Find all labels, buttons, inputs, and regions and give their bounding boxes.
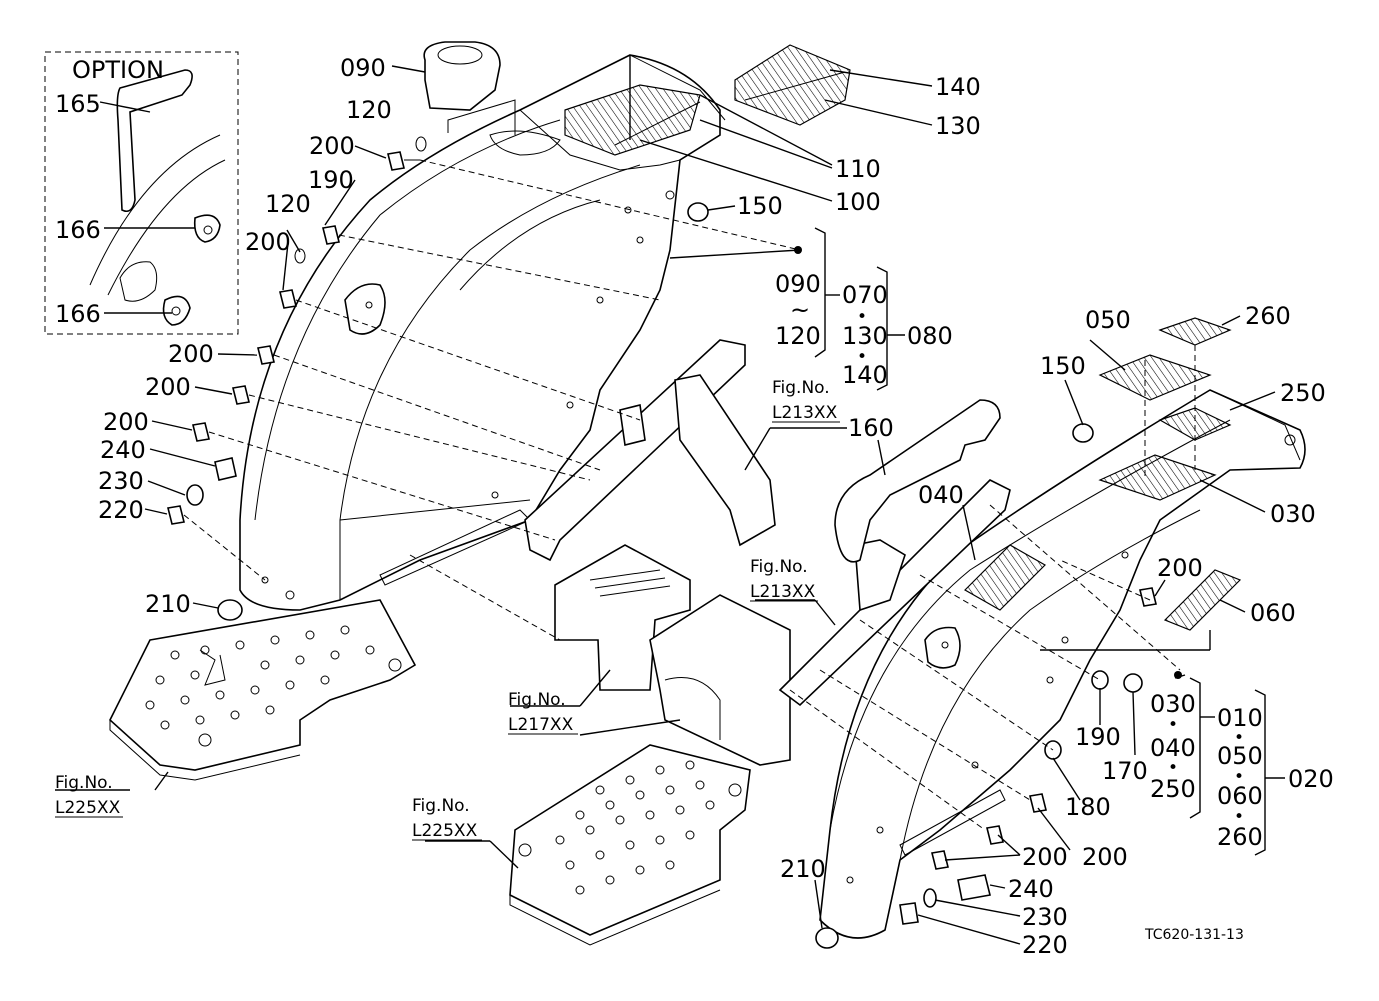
part-number-150: 150 [1040, 352, 1086, 380]
part-number-200: 200 [103, 408, 149, 436]
bracket-l213-right-icon [778, 479, 1011, 707]
part-number-140: 140 [935, 73, 981, 101]
part-number-210: 210 [145, 590, 191, 618]
option-label: OPTION [72, 56, 164, 84]
group1-dot: • [857, 307, 867, 327]
fig-ref-title: Fig.No. [412, 796, 470, 816]
part-number-220: 220 [1022, 931, 1068, 959]
fig-ref-title: Fig.No. [750, 557, 808, 577]
group1-label-070: 070 [842, 281, 888, 309]
part-number-166: 166 [55, 216, 101, 244]
part-number-040: 040 [918, 481, 964, 509]
group2-dot: • [1234, 807, 1244, 827]
part-number-240: 240 [100, 436, 146, 464]
part-number-240: 240 [1008, 875, 1054, 903]
part-number-260: 260 [1245, 302, 1291, 330]
part-number-200: 200 [309, 132, 355, 160]
group2-label-260: 260 [1217, 823, 1263, 851]
leader-lines [55, 55, 1276, 945]
part-number-200: 200 [1157, 554, 1203, 582]
part-number-160: 160 [848, 414, 894, 442]
part-number-110: 110 [835, 155, 881, 183]
cup-holder-icon [423, 41, 501, 111]
decal-110-icon [564, 84, 701, 156]
fig-ref-l225: L225XX [55, 798, 121, 818]
part-number-180: 180 [1065, 793, 1111, 821]
fig-ref-l217: L217XX [508, 715, 574, 735]
part-number-200: 200 [145, 373, 191, 401]
group2-label-050: 050 [1217, 742, 1263, 770]
part-number-200: 200 [168, 340, 214, 368]
group1-label-120: 120 [775, 322, 821, 350]
part-number-165: 165 [55, 90, 101, 118]
part-number-120: 120 [265, 190, 311, 218]
part-number-250: 250 [1280, 379, 1326, 407]
part-number-060: 060 [1250, 599, 1296, 627]
decal-040-icon [964, 544, 1046, 611]
part-number-130: 130 [935, 112, 981, 140]
option-grip-icon [89, 69, 226, 326]
center-floor-plate-icon [509, 744, 751, 946]
fig-ref-l213: L213XX [772, 403, 838, 423]
center-cover-l217-icon [554, 544, 791, 766]
part-number-166: 166 [55, 300, 101, 328]
part-number-120: 120 [346, 96, 392, 124]
fig-ref-l225: L225XX [412, 821, 478, 841]
option-box [44, 51, 239, 335]
group1-label-130: 130 [842, 322, 888, 350]
left-fender-icon [239, 54, 726, 611]
decal-250-icon [1158, 407, 1232, 441]
decal-260-icon [1158, 317, 1232, 346]
part-number-150: 150 [737, 192, 783, 220]
group2-dot: • [1168, 715, 1178, 735]
part-number-200: 200 [245, 228, 291, 256]
group1-label-140: 140 [842, 361, 888, 389]
group-brackets [814, 227, 1285, 856]
part-number-200: 200 [1082, 843, 1128, 871]
reference-dot [794, 246, 802, 254]
group2-label-020: 020 [1288, 765, 1334, 793]
group2-label-250: 250 [1150, 775, 1196, 803]
group2-dot: • [1168, 758, 1178, 778]
group2-label-040: 040 [1150, 734, 1196, 762]
group2-label-030: 030 [1150, 690, 1196, 718]
part-number-050: 050 [1085, 306, 1131, 334]
part-number-230: 230 [1022, 903, 1068, 931]
group2-label-010: 010 [1217, 704, 1263, 732]
grip-160-icon [834, 399, 1001, 563]
part-number-170: 170 [1102, 757, 1148, 785]
part-number-210: 210 [780, 855, 826, 883]
alignment-lines [183, 159, 1196, 831]
fig-ref-title: Fig.No. [508, 690, 566, 710]
fig-ref-title: Fig.No. [55, 773, 113, 793]
group1-tilde: ~ [790, 296, 810, 324]
part-number-230: 230 [98, 467, 144, 495]
bracket-l213-icon [524, 339, 776, 562]
left-floor-plate-icon [109, 599, 417, 781]
fig-ref-l213: L213XX [750, 582, 816, 602]
drawing-code: TC620-131-13 [1144, 927, 1244, 943]
part-number-090: 090 [340, 54, 386, 82]
part-number-190: 190 [1075, 723, 1121, 751]
group2-dot: • [1234, 767, 1244, 787]
part-number-030: 030 [1270, 500, 1316, 528]
group1-label-090: 090 [775, 270, 821, 298]
decal-060-icon [1163, 569, 1242, 631]
group1-dot: • [857, 347, 867, 367]
decal-030-icon [1098, 454, 1217, 501]
group2-label-060: 060 [1217, 782, 1263, 810]
part-number-220: 220 [98, 496, 144, 524]
reference-dot [1174, 671, 1182, 679]
decal-050-icon [1098, 354, 1212, 401]
group2-dot: • [1234, 728, 1244, 748]
decal-140-130-icon [734, 44, 851, 126]
part-number-190: 190 [308, 166, 354, 194]
right-fender-icon [819, 389, 1306, 939]
fig-ref-title: Fig.No. [772, 378, 830, 398]
part-number-100: 100 [835, 188, 881, 216]
part-number-200: 200 [1022, 843, 1068, 871]
group1-label-080: 080 [907, 322, 953, 350]
